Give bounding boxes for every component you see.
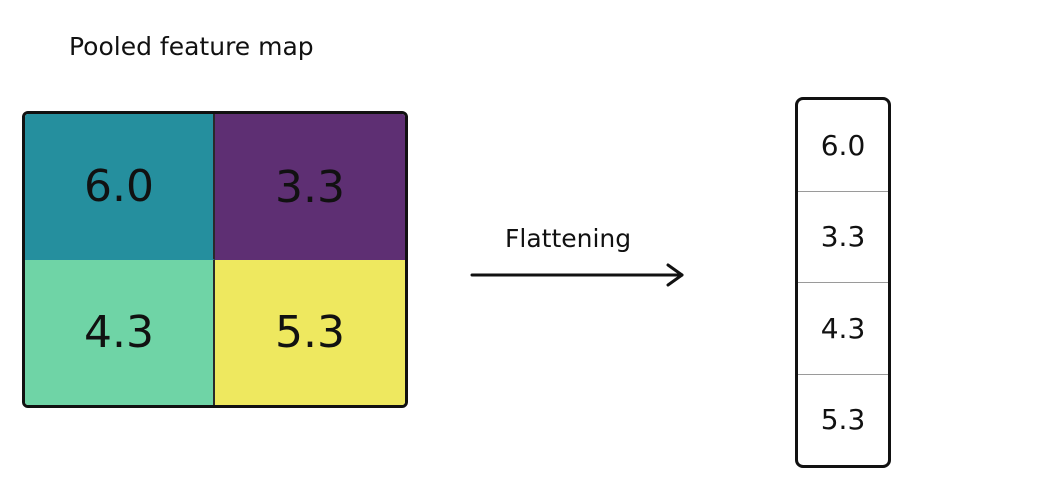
pooled-cell-4: 5.3: [215, 260, 405, 405]
pooled-cell-2: 3.3: [215, 114, 405, 260]
flattened-cell-1: 6.0: [798, 100, 888, 192]
flattened-vector: 6.0 3.3 4.3 5.3: [795, 97, 891, 468]
pooled-cell-3: 4.3: [25, 260, 215, 405]
flattened-cell-3: 4.3: [798, 283, 888, 375]
pooled-feature-map-grid: 6.0 3.3 4.3 5.3: [22, 111, 408, 408]
flattening-arrow-icon: [470, 263, 684, 287]
flattened-cell-2: 3.3: [798, 192, 888, 283]
pooled-feature-map-title: Pooled feature map: [69, 32, 314, 61]
flattened-cell-4: 5.3: [820, 403, 866, 437]
pooled-cell-1: 6.0: [25, 114, 215, 260]
flattening-label: Flattening: [505, 224, 632, 253]
